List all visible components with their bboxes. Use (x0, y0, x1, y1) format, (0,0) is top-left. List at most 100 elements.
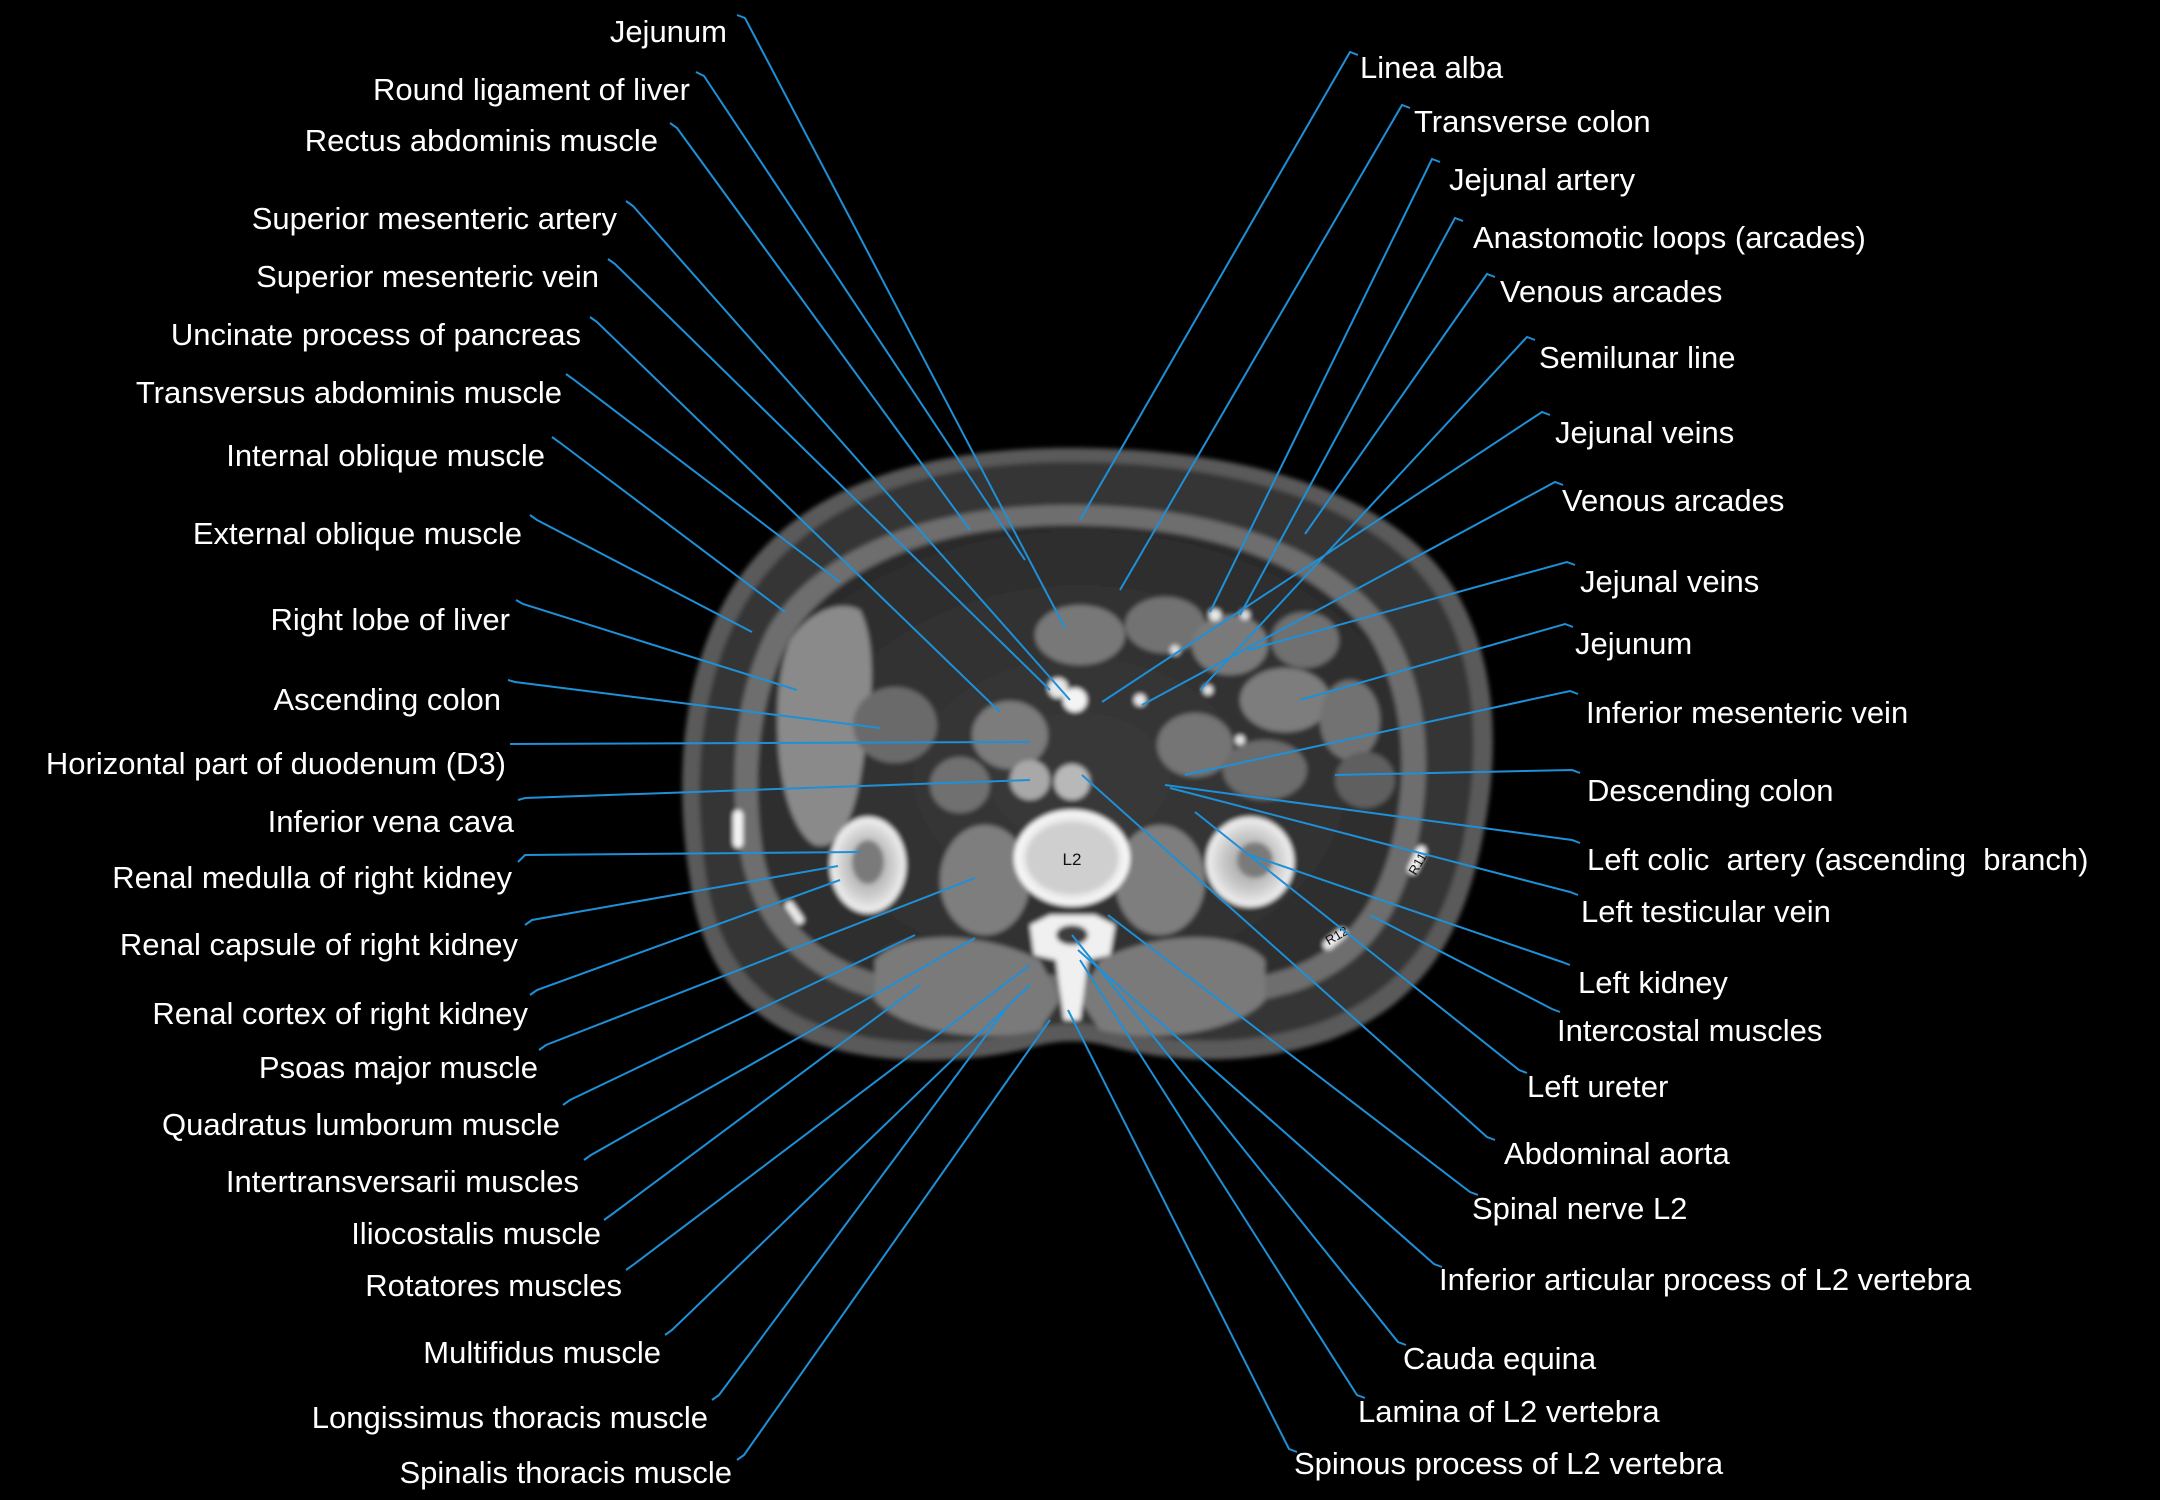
ct-axial-slice (682, 448, 1493, 1061)
label-rectus-abdominis: Rectus abdominis muscle (305, 123, 658, 158)
label-venous-arcades-2: Venous arcades (1562, 483, 1784, 518)
label-superior-mesenteric-vein: Superior mesenteric vein (256, 259, 599, 294)
leader-intertransversarii (583, 937, 976, 1161)
leader-psoas-major (538, 877, 976, 1051)
labels-right: Linea alba Transverse colon Jejunal arte… (1294, 50, 2088, 1481)
label-duodenum: Horizontal part of duodenum (D3) (46, 746, 506, 781)
leader-transverse-colon (1119, 103, 1411, 591)
label-spinalis: Spinalis thoracis muscle (399, 1455, 732, 1490)
leader-lamina (1079, 959, 1366, 1399)
leader-iliocostalis (603, 984, 921, 1221)
label-jejunal-artery: Jejunal artery (1449, 162, 1636, 197)
label-jejunum-left: Jejunum (610, 14, 727, 49)
label-linea-alba: Linea alba (1360, 50, 1504, 85)
ascending-colon (853, 687, 937, 763)
label-rotatores: Rotatores muscles (365, 1268, 622, 1303)
superior-mesenteric-artery (1063, 688, 1087, 712)
leader-venous-arcades-1 (1304, 272, 1496, 535)
label-spinal-nerve: Spinal nerve L2 (1472, 1191, 1687, 1226)
label-right-lobe-liver: Right lobe of liver (270, 602, 510, 637)
leader-renal-cortex (529, 879, 841, 996)
leader-jejunal-veins-1 (1101, 410, 1551, 703)
leader-rotatores (625, 964, 1031, 1271)
leader-linea-alba (1079, 50, 1359, 521)
leader-venous-arcades-2 (1141, 480, 1564, 706)
leader-renal-medulla (517, 851, 861, 863)
leader-left-kidney (1249, 854, 1571, 966)
label-left-colic-artery: Left colic artery (ascending branch) (1587, 842, 2088, 877)
label-inferior-vena-cava: Inferior vena cava (268, 804, 515, 839)
label-iliocostalis: Iliocostalis muscle (351, 1216, 601, 1251)
back-muscles (875, 937, 1060, 1036)
label-transverse-colon: Transverse colon (1414, 104, 1651, 139)
label-longissimus: Longissimus thoracis muscle (312, 1400, 708, 1435)
leader-superior-mesenteric-vein (607, 258, 1051, 691)
leader-multifidus (664, 984, 1031, 1336)
leader-intercostal-muscles (1369, 914, 1561, 1013)
label-intercostal-muscles: Intercostal muscles (1557, 1013, 1822, 1048)
label-inferior-articular-process: Inferior articular process of L2 vertebr… (1439, 1262, 1972, 1297)
label-spinous-process: Spinous process of L2 vertebra (1294, 1446, 1724, 1481)
label-anastomotic-loops: Anastomotic loops (arcades) (1473, 220, 1866, 255)
leader-transversus-abdominis (565, 373, 841, 583)
leader-cauda-equina (1071, 934, 1407, 1346)
label-left-testicular-vein: Left testicular vein (1581, 894, 1831, 929)
label-lamina: Lamina of L2 vertebra (1358, 1394, 1660, 1429)
leader-semilunar-line (1199, 335, 1536, 691)
rib-r12 (1323, 928, 1347, 950)
leader-left-testicular-vein (1169, 787, 1579, 896)
label-jejunal-veins-2: Jejunal veins (1580, 564, 1759, 599)
leader-descending-colon (1334, 768, 1581, 776)
label-left-kidney: Left kidney (1578, 965, 1728, 1000)
label-uncinate-process: Uncinate process of pancreas (171, 317, 581, 352)
label-left-ureter: Left ureter (1527, 1069, 1668, 1104)
leader-duodenum (509, 741, 1031, 745)
leader-superior-mesenteric-artery (625, 200, 1071, 701)
leader-rectus-abdominis (669, 122, 971, 531)
psoas-left (1115, 825, 1205, 935)
leader-jejunum-right (1299, 622, 1574, 701)
leader-round-ligament (695, 71, 1026, 561)
label-internal-oblique: Internal oblique muscle (226, 438, 545, 473)
leader-abdominal-aorta (1081, 774, 1496, 1141)
labels-left: Jejunum Round ligament of liver Rectus a… (46, 14, 732, 1490)
label-renal-capsule: Renal capsule of right kidney (120, 927, 519, 962)
label-external-oblique: External oblique muscle (193, 516, 522, 551)
leader-left-colic-artery (1164, 784, 1581, 844)
label-quadratus-lumborum: Quadratus lumborum muscle (162, 1107, 560, 1142)
label-multifidus: Multifidus muscle (423, 1335, 661, 1370)
leader-lines (507, 14, 1581, 1461)
leader-spinal-nerve (1107, 914, 1479, 1196)
label-jejunal-veins-1: Jejunal veins (1555, 415, 1734, 450)
label-jejunum-right: Jejunum (1575, 626, 1692, 661)
leader-jejunum-left (736, 14, 1066, 629)
label-inferior-mesenteric-vein: Inferior mesenteric vein (1586, 695, 1908, 730)
leader-inferior-mesenteric-vein (1184, 689, 1579, 776)
label-abdominal-aorta: Abdominal aorta (1504, 1136, 1731, 1171)
label-cauda-equina: Cauda equina (1403, 1341, 1597, 1376)
leader-jejunal-veins-2 (1247, 560, 1576, 651)
duodenum (972, 701, 1048, 769)
leader-right-lobe-liver (515, 599, 798, 691)
rib-right (733, 810, 743, 848)
label-round-ligament: Round ligament of liver (373, 72, 690, 107)
leader-spinalis (736, 1019, 1051, 1461)
posterior-elements (1030, 915, 1115, 1020)
leader-uncinate-process (589, 316, 1001, 713)
label-renal-medulla: Renal medulla of right kidney (112, 860, 512, 895)
leader-internal-oblique (551, 436, 786, 613)
leader-inferior-vena-cava (517, 779, 1031, 801)
label-transversus-abdominis: Transversus abdominis muscle (136, 375, 562, 410)
leader-longissimus (711, 1009, 1006, 1401)
label-venous-arcades-1: Venous arcades (1500, 274, 1722, 309)
label-semilunar-line: Semilunar line (1539, 340, 1735, 375)
leader-external-oblique (529, 514, 753, 633)
label-renal-cortex: Renal cortex of right kidney (152, 996, 528, 1031)
leader-inferior-articular-process (1077, 949, 1443, 1268)
leader-quadratus-lumborum (562, 934, 916, 1106)
vertebra-label: L2 (1063, 850, 1082, 869)
leader-anastomotic-loops (1239, 216, 1464, 616)
label-superior-mesenteric-artery: Superior mesenteric artery (252, 201, 618, 236)
label-descending-colon: Descending colon (1587, 773, 1833, 808)
